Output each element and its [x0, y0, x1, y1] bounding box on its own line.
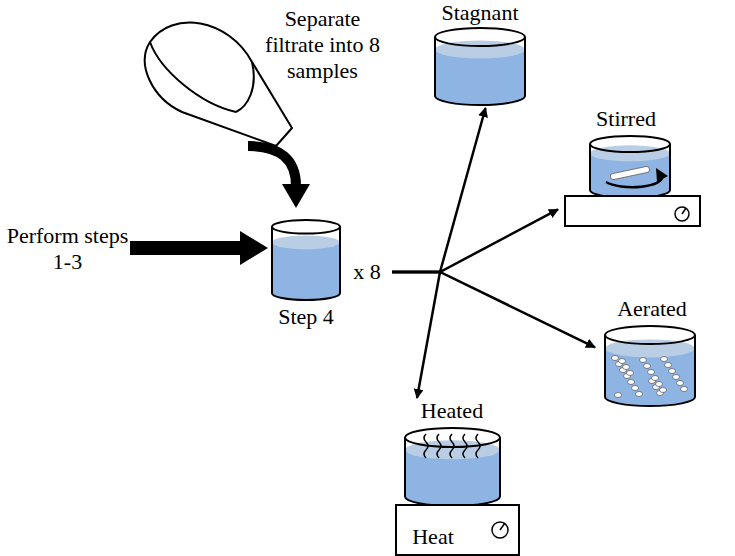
heat-wave — [450, 434, 454, 458]
step-arrow — [130, 231, 268, 265]
water — [272, 242, 340, 300]
pour-arrow — [248, 146, 296, 186]
beaker-group: Step 4 x 8 — [262, 214, 392, 332]
bubble — [665, 363, 672, 368]
beaker-group: Aerated — [595, 296, 710, 410]
bubble — [632, 386, 639, 391]
stir-plate — [565, 196, 700, 226]
hot-plate: Heat — [395, 504, 520, 556]
bubble — [640, 358, 647, 363]
bubble — [615, 393, 622, 398]
beaker — [590, 136, 670, 198]
beaker-rim — [590, 136, 670, 152]
note-label: Separate filtrate into 8 samples — [255, 6, 390, 84]
beaker — [605, 326, 695, 406]
bubble — [677, 381, 684, 386]
beaker-wall — [605, 335, 695, 406]
bubble — [656, 382, 663, 387]
beaker — [435, 28, 525, 105]
sample-label: Aerated — [617, 296, 687, 322]
bubble — [627, 371, 634, 376]
bubble — [619, 359, 626, 364]
bubble — [636, 392, 643, 397]
heat-wave — [424, 434, 428, 458]
split-arrow — [392, 209, 558, 272]
water-surface — [590, 145, 670, 161]
count-label: x 8 — [353, 259, 381, 285]
split-arrow — [392, 108, 486, 272]
heat-wave — [476, 434, 480, 458]
water-surface — [272, 236, 340, 250]
bubble — [661, 357, 668, 362]
pour-arrow-head — [282, 184, 310, 208]
heat-wave — [463, 434, 467, 458]
bubble — [644, 364, 651, 369]
beaker-group: HeatedHeat — [390, 398, 525, 556]
bubble — [623, 365, 630, 370]
beaker — [405, 428, 500, 506]
sample-label: Stagnant — [442, 0, 519, 26]
heat-wave — [437, 434, 441, 458]
beaker-group: Stagnant — [425, 0, 535, 108]
split-arrow — [392, 272, 595, 347]
beaker-rim — [435, 28, 525, 46]
knob-tick — [682, 208, 686, 214]
bubble — [673, 375, 680, 380]
bubble — [628, 380, 635, 385]
sample-label: Step 4 — [278, 304, 334, 330]
beaker-rim — [605, 326, 695, 344]
stir-bar — [610, 166, 650, 180]
beaker — [272, 220, 340, 300]
stir-arrow — [606, 176, 662, 187]
sample-label: Heat — [412, 524, 454, 550]
bubble — [660, 388, 667, 393]
split-arrow — [392, 272, 440, 398]
beaker-wall — [435, 37, 525, 105]
beaker-rim — [405, 428, 500, 447]
bubble — [652, 376, 659, 381]
beaker-rim — [272, 220, 340, 234]
bubble — [612, 356, 619, 361]
knob — [492, 522, 508, 538]
bubble — [669, 369, 676, 374]
knob-tick — [500, 523, 505, 530]
stir-arrow-head — [656, 168, 668, 182]
sample-label: Stirred — [596, 106, 656, 132]
bubble — [681, 387, 688, 392]
note-label: Perform steps 1-3 — [0, 223, 135, 275]
beaker-group: Stirred — [558, 104, 705, 228]
sample-label: Heated — [421, 398, 483, 424]
knob — [675, 207, 689, 221]
bubble — [648, 370, 655, 375]
beaker-wall — [272, 227, 340, 300]
